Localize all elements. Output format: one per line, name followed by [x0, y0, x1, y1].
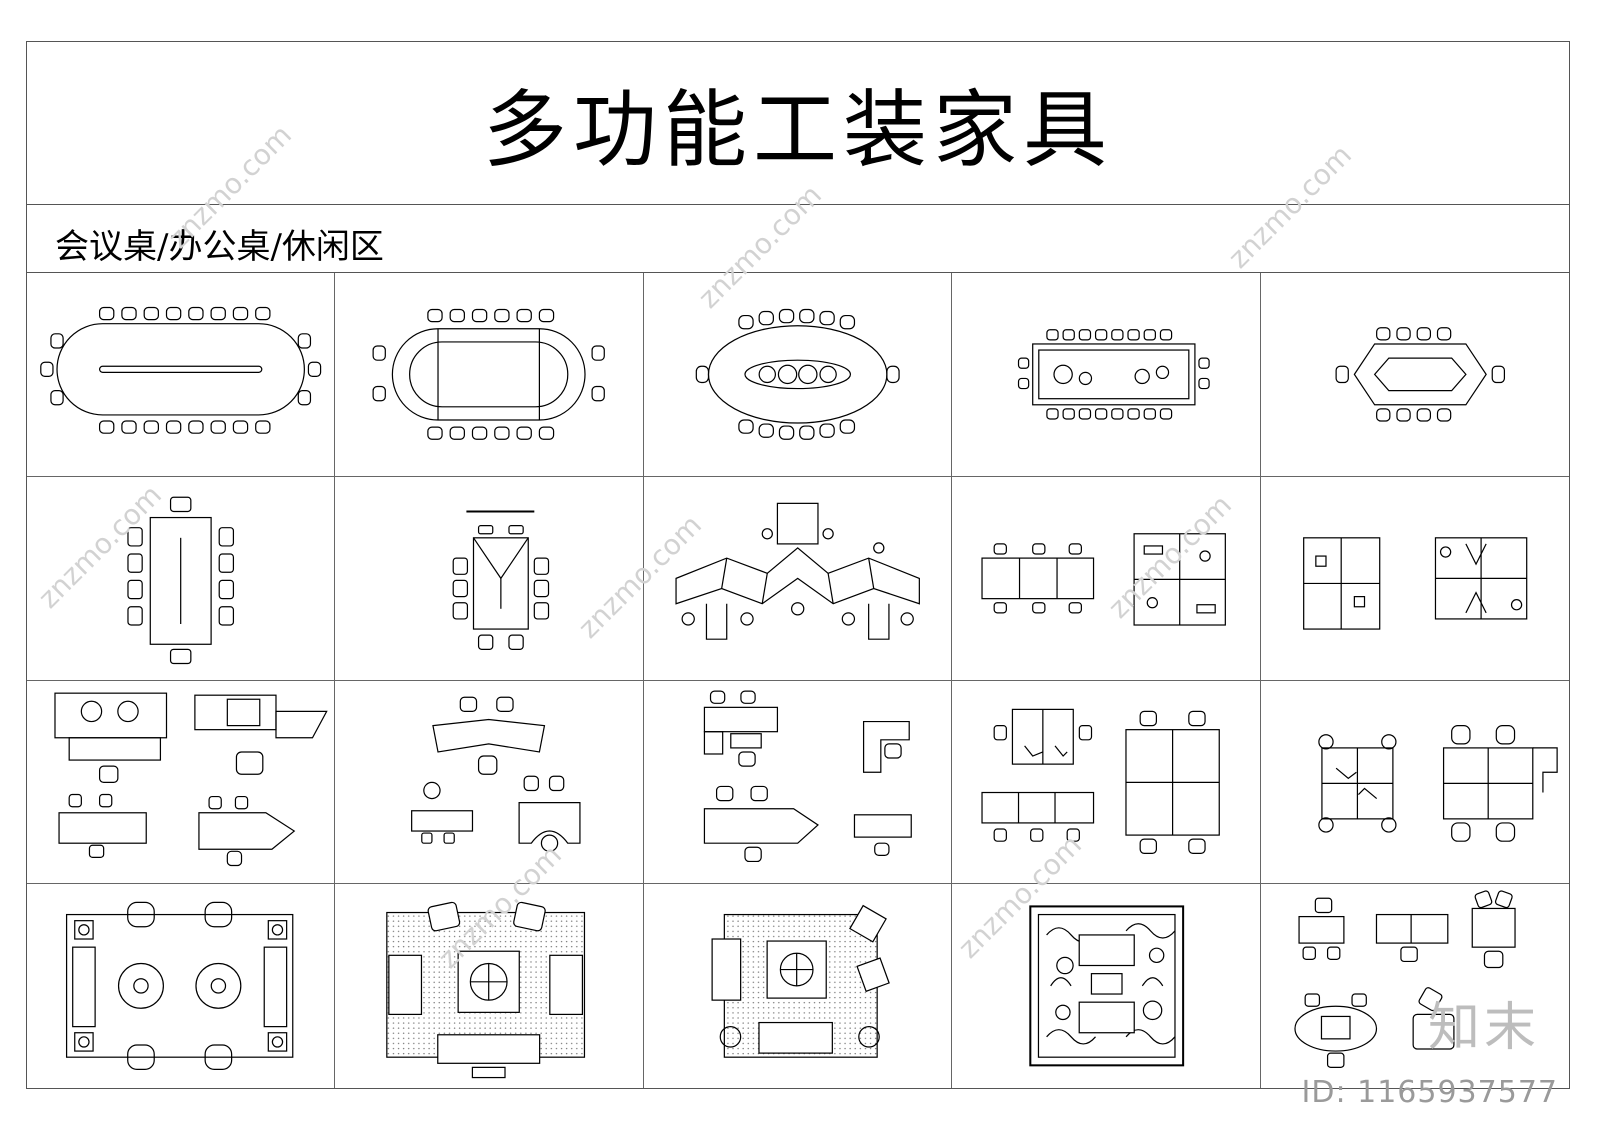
l-shaped-desk-drawing — [703, 690, 912, 862]
cross-workstation-drawing — [1317, 724, 1558, 842]
cell-casual-table-groups — [1261, 884, 1569, 1088]
cell-linear-workstations — [952, 476, 1261, 681]
cell-lounge-with-rug — [335, 884, 644, 1088]
lounge-sofa-drawing — [711, 905, 890, 1059]
casual-tables-drawing — [1293, 890, 1516, 1069]
cell-racetrack-conference-table — [335, 273, 644, 477]
executive-desk-drawing — [54, 692, 328, 866]
cell-office-cubicles — [952, 680, 1261, 885]
linear-workstation-drawing — [981, 532, 1227, 626]
cell-lounge-with-sofa — [644, 884, 953, 1088]
lounge-rug-drawing — [386, 902, 586, 1079]
fan-workstation-drawing — [675, 502, 920, 640]
rect-table-drawing — [1018, 329, 1210, 420]
paired-workstation-drawing — [1302, 536, 1527, 630]
cell-curved-executive-desks — [335, 680, 644, 885]
cell-elliptical-table-with-flowers — [643, 273, 953, 477]
hex-table-drawing — [1335, 327, 1505, 422]
cell-l-shaped-desks — [643, 680, 953, 885]
cell-paired-workstations — [1260, 477, 1569, 681]
racetrack-table-drawing — [372, 308, 606, 440]
brand-logo: 知末 — [1427, 998, 1540, 1058]
cell-oval-conference-table — [27, 273, 336, 477]
curved-desk-drawing — [411, 696, 581, 852]
image-id-label: ID: 1165937577 — [1301, 1075, 1558, 1110]
lounge-round-drawing — [65, 901, 294, 1071]
patterned-rug-drawing — [1029, 905, 1185, 1067]
oval-table-drawing — [40, 306, 322, 434]
cell-lounge-with-round-tables — [27, 884, 336, 1088]
title-band: 多功能工装家具 — [27, 42, 1569, 205]
drawing-sheet: 多功能工装家具 会议桌/办公桌/休闲区 — [26, 41, 1570, 1089]
cell-cross-workstations — [1260, 681, 1569, 885]
page-title: 多功能工装家具 — [482, 80, 1113, 179]
cell-patterned-rug-seating — [952, 884, 1261, 1088]
cell-fan-workstation-cluster — [643, 476, 953, 681]
cell-hexagonal-conference-table — [1260, 273, 1569, 477]
section-subtitle: 会议桌/办公桌/休闲区 — [55, 227, 384, 267]
small-table-drawing — [453, 510, 550, 650]
cell-rectangular-table-with-plants — [952, 273, 1261, 477]
cell-executive-desk-sets — [27, 680, 336, 885]
elliptical-table-drawing — [695, 308, 900, 440]
cell-small-meeting-table — [335, 476, 644, 681]
long-table-drawing — [127, 496, 235, 664]
subtitle-band: 会议桌/办公桌/休闲区 — [27, 205, 1569, 273]
cell-long-meeting-table — [27, 476, 336, 681]
cubicle-drawing — [981, 708, 1221, 854]
furniture-grid — [27, 273, 1569, 1088]
